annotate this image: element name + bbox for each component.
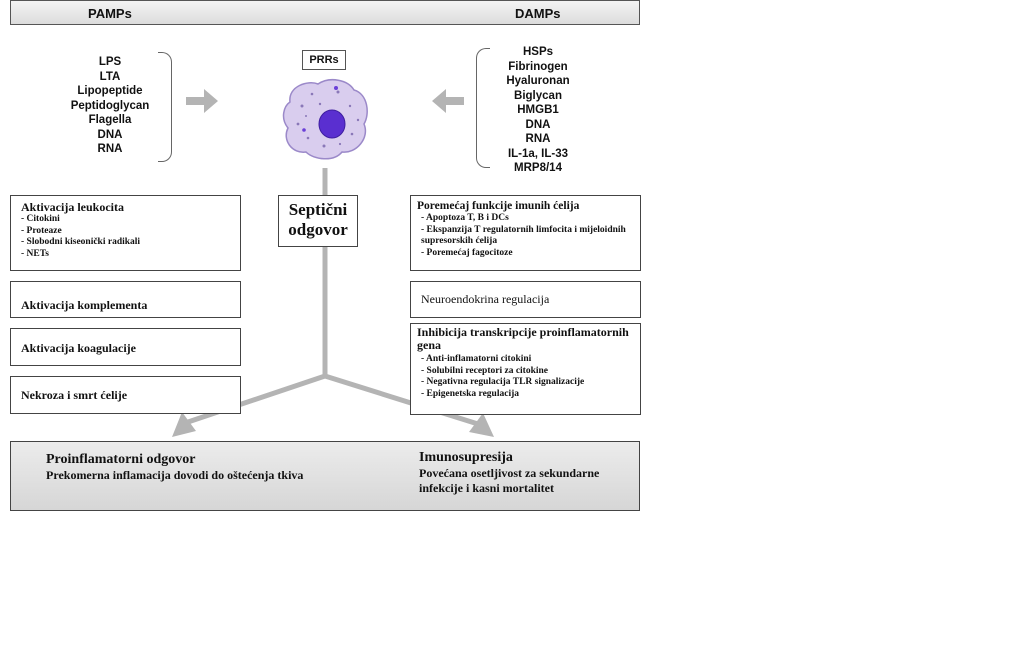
pamps-item: LPS: [98, 56, 122, 68]
coagulation-activation-box: Aktivacija koagulacije: [10, 328, 241, 366]
prrs-label: PRRs: [302, 50, 346, 70]
pamps-item: Lipopeptide: [77, 85, 143, 97]
box-list: Apoptoza T, B i DCs Ekspanzija T regulat…: [417, 213, 636, 259]
box-title: Aktivacija leukocita: [21, 200, 124, 214]
damps-item: Biglycan: [514, 89, 562, 102]
damps-item: MRP8/14: [514, 162, 562, 174]
list-item: Slobodni kiseonički radikali: [21, 237, 240, 249]
immunosuppression-outcome: Imunosupresija Povećana osetljivost za s…: [419, 450, 634, 496]
damps-item: HMGB1: [517, 104, 559, 116]
pamps-arrow-icon: [186, 89, 218, 113]
outcome-title: Imunosupresija: [419, 450, 513, 465]
damps-item: RNA: [525, 133, 551, 145]
damps-list: HSPs Fibrinogen Hyaluronan Biglycan HMGB…: [488, 45, 588, 176]
box-title: Neuroendokrina regulacija: [421, 292, 550, 306]
list-item: NETs: [21, 249, 240, 261]
proinflammatory-outcome: Proinflamatorni odgovor Prekomerna infla…: [46, 452, 306, 483]
immune-dysfunction-box: Poremećaj funkcije imunih ćelija Apoptoz…: [410, 195, 641, 271]
arrow-right-down-icon: [469, 413, 494, 437]
damps-item: IL-1a, IL-33: [507, 147, 569, 160]
damps-brace: [476, 48, 490, 168]
box-title: Aktivacija komplementa: [21, 298, 148, 312]
pamps-item: LTA: [99, 70, 121, 83]
transcription-inhibition-box: Inhibicija transkripcije proinflamatorni…: [410, 323, 641, 415]
damps-item: HSPs: [522, 46, 554, 58]
box-title: Poremećaj funkcije imunih ćelija: [417, 200, 580, 212]
pamps-item: Flagella: [88, 114, 132, 126]
damps-item: Hyaluronan: [506, 75, 570, 87]
header-bar: [10, 0, 640, 25]
immune-cell-icon: [282, 78, 368, 160]
necrosis-box: Nekroza i smrt ćelije: [10, 376, 241, 414]
list-item: Epigenetska regulacija: [421, 389, 636, 401]
list-item: Solubilni receptori za citokine: [421, 366, 636, 378]
leukocyte-activation-box: Aktivacija leukocita Citokini Proteaze S…: [10, 195, 241, 271]
branch-right-line: [324, 373, 479, 427]
complement-activation-box: Aktivacija komplementa: [10, 281, 241, 318]
outcome-title: Proinflamatorni odgovor: [46, 452, 196, 467]
list-item: Ekspanzija T regulatornih limfocita i mi…: [421, 225, 636, 248]
box-title: Aktivacija koagulacije: [21, 341, 136, 355]
list-item: Negativna regulacija TLR signalizacije: [421, 377, 636, 389]
list-item: Anti-inflamatorni citokini: [421, 354, 636, 366]
outcome-description: Povećana osetljivost za sekundarne infek…: [419, 466, 600, 495]
pamps-item: DNA: [97, 128, 123, 141]
pamps-list: LPS LTA Lipopeptide Peptidoglycan Flagel…: [60, 55, 160, 157]
damps-header: DAMPs: [515, 6, 561, 21]
outcomes-panel: [10, 441, 640, 511]
list-item: Citokini: [21, 214, 240, 226]
outcome-description: Prekomerna inflamacija dovodi do oštećen…: [46, 468, 304, 482]
pamps-item: Peptidoglycan: [70, 99, 150, 112]
pamps-item: RNA: [97, 143, 123, 155]
septic-response-box: Septični odgovor: [278, 195, 358, 247]
box-title: Inhibicija transkripcije proinflamatorni…: [417, 325, 629, 352]
box-list: Anti-inflamatorni citokini Solubilni rec…: [417, 354, 636, 400]
pamps-brace: [158, 52, 172, 162]
arrow-left-down-icon: [172, 412, 196, 437]
list-item: Proteaze: [21, 226, 240, 238]
damps-item: Fibrinogen: [508, 60, 568, 73]
damps-item: DNA: [525, 118, 551, 131]
branch-left-line: [187, 373, 326, 425]
list-item: Apoptoza T, B i DCs: [421, 213, 636, 225]
neuroendocrine-box: Neuroendokrina regulacija: [410, 281, 641, 318]
box-title: Nekroza i smrt ćelije: [21, 388, 128, 402]
damps-arrow-icon: [432, 89, 464, 113]
box-list: Citokini Proteaze Slobodni kiseonički ra…: [21, 214, 240, 260]
list-item: Poremećaj fagocitoze: [421, 248, 636, 260]
pamps-header: PAMPs: [88, 6, 132, 21]
